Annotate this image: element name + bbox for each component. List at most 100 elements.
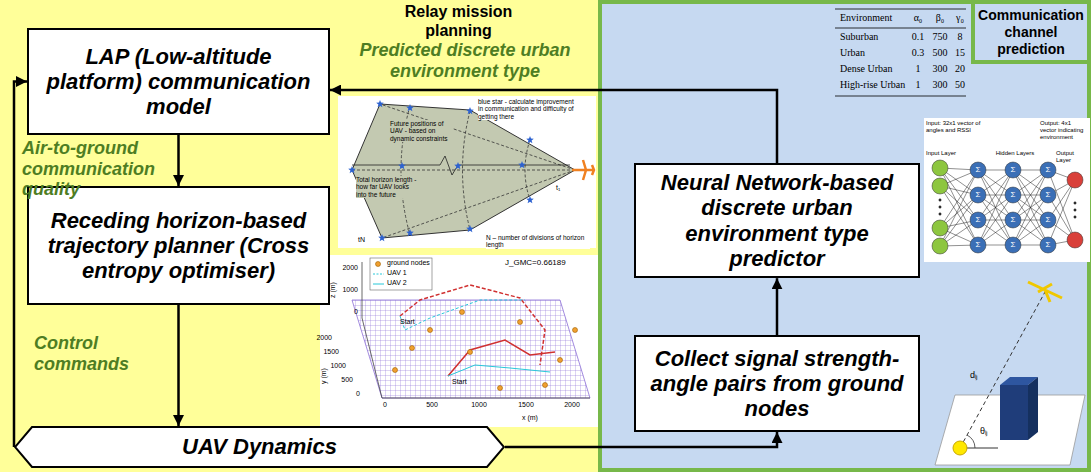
- blue-star: [376, 100, 384, 107]
- figure-label: 2000: [310, 334, 332, 342]
- figure-label: tN: [358, 236, 372, 244]
- angle-arc: [967, 435, 975, 448]
- nn-links: [940, 168, 1075, 246]
- horizon-divisions: [352, 104, 575, 238]
- legend-entry: ground nodes: [387, 259, 430, 267]
- figure-ground: [924, 118, 1090, 262]
- nn-neuron: [970, 187, 986, 203]
- legend-sample-circle: [376, 262, 381, 267]
- uav1-line: [400, 300, 525, 330]
- table-cell: 1: [906, 63, 930, 75]
- nn-neuron: [932, 220, 948, 236]
- box-label: UAV Dynamics: [182, 434, 337, 459]
- trajectory-uav1: [400, 285, 545, 365]
- figure-label: blue star - calculate improvement in com…: [478, 98, 576, 120]
- figure-label: Input: 32x1 vector of angles and RSSI: [926, 120, 984, 134]
- figure-label: z (m): [329, 275, 337, 305]
- table-cell: High-rise Urban: [840, 79, 916, 91]
- nn-neuron: [932, 238, 948, 254]
- legend-sample-solid: [373, 284, 384, 285]
- table-cell: 50: [948, 79, 972, 91]
- horizon-fan: [352, 104, 575, 238]
- table-cell: β₀: [928, 12, 952, 24]
- nn-neuron: [939, 199, 941, 201]
- nn-neuron: [970, 237, 986, 253]
- blue-star: [526, 136, 534, 143]
- building-side: [1028, 377, 1038, 440]
- edge-label: Control commands: [34, 333, 158, 374]
- neuron-symbol: Σ: [1042, 190, 1054, 200]
- blue-star: [406, 229, 414, 236]
- ground-node-marker: [543, 383, 548, 388]
- figure-label: Input Layer: [926, 150, 962, 157]
- table-cell: 1: [906, 79, 930, 91]
- region-heading: Relay mission planning: [396, 2, 521, 40]
- figure-label: 2000: [336, 264, 358, 272]
- figure-label: N – number of divisions of horizon lengt…: [486, 234, 590, 249]
- region-title: Relay mission planning: [396, 2, 521, 40]
- nn-neuron: [1040, 162, 1056, 178]
- ground-node-marker: [498, 386, 503, 391]
- figure-label: 1000: [336, 286, 358, 294]
- figure-label: dᵢⱼ: [970, 370, 988, 380]
- box-label: Receding horizon-based trajectory planne…: [37, 208, 320, 284]
- nn-neuron: [1040, 237, 1056, 253]
- legend-box: [370, 258, 432, 290]
- blue-star: [406, 104, 414, 111]
- table-cell: 300: [928, 79, 952, 91]
- nn-link: [978, 170, 1013, 245]
- nn-neuron: [939, 213, 941, 215]
- figure-label: y (m): [320, 361, 328, 391]
- nn-link: [978, 170, 1013, 245]
- nn-neuron: [1005, 162, 1021, 178]
- nn-neuron: [1040, 212, 1056, 228]
- connector-arrow: [177, 135, 180, 186]
- process-box: Neural Network-based discrete urban envi…: [634, 163, 920, 278]
- figure-label: 1000: [467, 401, 491, 409]
- neuron-symbol: Σ: [1007, 190, 1019, 200]
- table-cell: 20: [948, 63, 972, 75]
- nn-link: [1013, 170, 1048, 245]
- nn-neuron: [1074, 216, 1076, 218]
- figure-label: 1500: [317, 348, 339, 356]
- process-box: Receding horizon-based trajectory planne…: [27, 186, 330, 305]
- uav-icon: [572, 160, 594, 180]
- figure-label: Output: 4x1 vector indicating environmen…: [1040, 120, 1088, 141]
- neuron-symbol: Σ: [1042, 165, 1054, 175]
- figure-label: 0: [336, 308, 358, 316]
- figure-ground: [338, 96, 596, 248]
- region-heading: Communication channel prediction: [971, 0, 1091, 64]
- plot-axes: [362, 262, 590, 398]
- legend-entry: UAV 2: [387, 279, 407, 287]
- ground-node-marker: [558, 358, 563, 363]
- neuron-symbol: Σ: [1007, 215, 1019, 225]
- ground-node-marker: [410, 346, 415, 351]
- nn-neuron: [1040, 187, 1056, 203]
- figure-label: 2000: [560, 401, 584, 409]
- neuron-symbol: Σ: [972, 240, 984, 250]
- trajectory-plot: [320, 255, 598, 427]
- blue-star: [466, 225, 474, 232]
- blue-star: [378, 234, 386, 241]
- figure-label: 500: [420, 401, 444, 409]
- ground-grid: [352, 300, 590, 398]
- nn-neuron: [932, 178, 948, 194]
- connector-arrow: [177, 305, 180, 426]
- box-label: Collect signal strength-angle pairs from…: [644, 346, 910, 422]
- nn-link: [1013, 170, 1048, 245]
- nn-neuron: [1005, 237, 1021, 253]
- table-cell: 750: [928, 31, 952, 43]
- table-cell: 8: [948, 31, 972, 43]
- legend-entry: UAV 1: [387, 269, 407, 277]
- horizon-length-line: [352, 156, 570, 175]
- figure-label: J_GMC=0.66189: [505, 258, 587, 267]
- dynamics-hexagon: UAV Dynamics: [14, 426, 505, 468]
- figure-label: 0: [338, 390, 360, 398]
- table-cell: 500: [928, 47, 952, 59]
- figure-label: Start: [400, 318, 424, 326]
- figure-label: 1500: [514, 401, 538, 409]
- hexagon-shape: [15, 427, 504, 467]
- blue-star: [454, 162, 462, 169]
- trajectory-uav2: [448, 340, 555, 376]
